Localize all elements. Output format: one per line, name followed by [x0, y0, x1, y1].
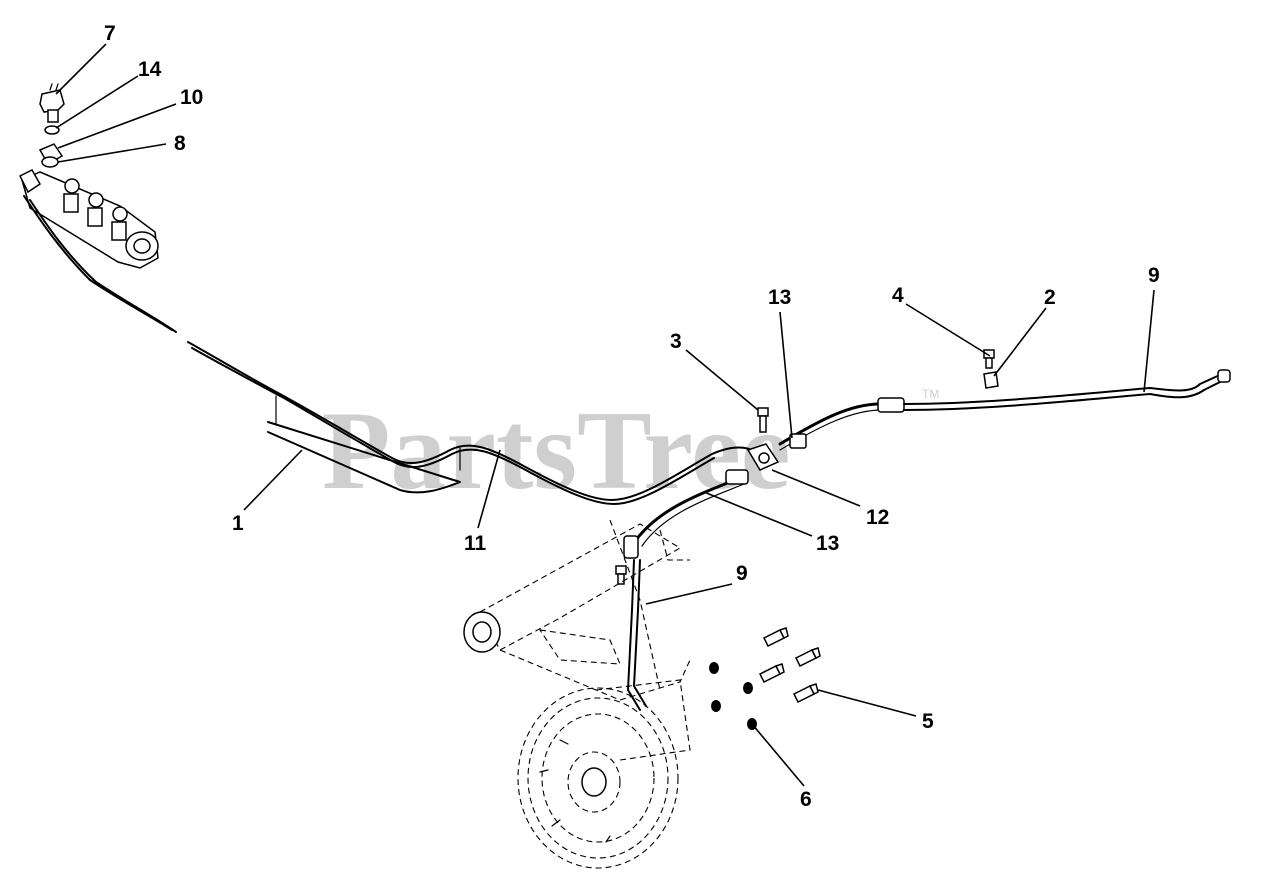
- axle-spindle: [463, 519, 691, 761]
- bolt-item-5: [758, 663, 785, 684]
- brake-line-main: [23, 195, 763, 505]
- watermark-trademark: TM: [922, 387, 939, 401]
- adapter-fitting: [38, 143, 64, 168]
- callout-6: 6: [800, 788, 812, 811]
- callout-14: 14: [138, 58, 162, 81]
- callout-8: 8: [174, 132, 186, 155]
- o-ring: [44, 125, 60, 135]
- nut-item-6: [711, 700, 721, 712]
- nut-item-6: [709, 662, 719, 674]
- callout-13-upper: 13: [768, 286, 791, 309]
- brake-line-right: [903, 369, 1231, 411]
- callout-2: 2: [1044, 286, 1056, 309]
- brake-hose-lower: [623, 469, 749, 559]
- brake-tee: [746, 443, 780, 471]
- callout-10: 10: [180, 86, 203, 109]
- bolt-item-3: [757, 407, 769, 433]
- bolt-item-9-lower: [615, 565, 627, 585]
- callout-3: 3: [670, 330, 682, 353]
- brake-drum: [517, 687, 679, 869]
- leader-lines: [55, 43, 1155, 787]
- bolt-item-5: [792, 683, 819, 704]
- watermark-text: PartsTree: [322, 389, 791, 513]
- callout-5: 5: [922, 710, 934, 733]
- callout-9-upper: 9: [1148, 264, 1160, 287]
- callout-9-lower: 9: [736, 562, 748, 585]
- callout-7: 7: [104, 22, 116, 45]
- callout-11: 11: [464, 532, 487, 555]
- callout-13-lower: 13: [816, 532, 839, 555]
- bolt-item-4: [983, 349, 995, 369]
- bolt-item-5: [762, 627, 789, 648]
- callout-4: 4: [892, 284, 904, 307]
- bolt-item-5: [794, 647, 821, 668]
- brake-line-to-caliper: [627, 559, 647, 711]
- nut-item-6: [743, 682, 753, 694]
- callout-1: 1: [232, 512, 244, 535]
- master-cylinder: [18, 169, 159, 269]
- callout-12: 12: [866, 506, 889, 529]
- brake-hose-upper: [778, 397, 905, 451]
